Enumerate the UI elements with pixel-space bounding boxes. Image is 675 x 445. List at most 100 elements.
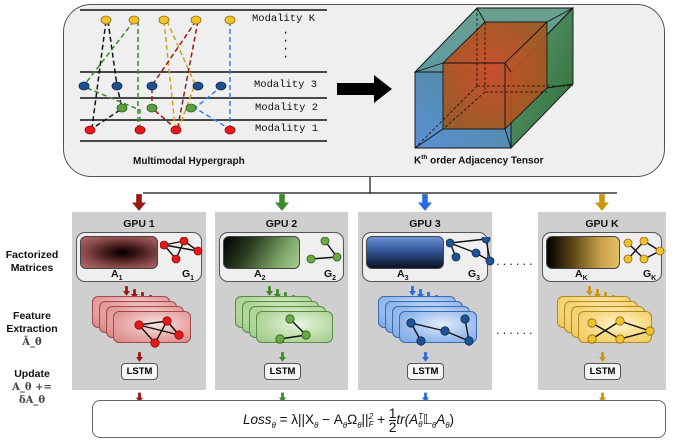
matrix-heatmap <box>80 236 158 269</box>
loss-lhs: Loss <box>243 412 272 428</box>
graph-icon <box>445 234 496 272</box>
graph-label-sub: K <box>651 275 657 283</box>
node-modality-3 <box>78 81 90 91</box>
factorized-matrices-box: AK GK <box>542 232 665 282</box>
row-label-feature-line2: Extraction <box>6 323 58 335</box>
graph-node <box>645 326 655 336</box>
gpu-input-arrow-icon <box>132 194 146 216</box>
graph-node <box>623 254 633 264</box>
loss-frac-num: 1 <box>388 406 397 421</box>
tensor-caption-sup: th <box>421 154 428 161</box>
graph-node <box>460 314 470 324</box>
loss-norm: || <box>361 412 369 428</box>
tensor-caption-text: order Adjacency Tensor <box>427 155 544 167</box>
down-arrow-icon <box>266 284 273 311</box>
row-label-feature-line1: Feature <box>13 310 51 322</box>
row-label-feature-math: Ã_θ <box>22 337 42 348</box>
node-modality-3 <box>146 81 158 91</box>
hyperedge-green <box>84 20 141 128</box>
gpu-input-arrow-icon <box>275 194 289 216</box>
graph-icon <box>622 236 672 272</box>
matrix-label: A1 <box>111 268 123 282</box>
matrix-label-text: A <box>254 268 262 280</box>
gpu-column-1: GPU 1 A1 G1 LSTM <box>72 212 206 390</box>
ellipsis-factorized: ...... <box>496 253 536 268</box>
graph-label-sub: 2 <box>332 275 337 283</box>
down-arrow-icon <box>123 284 130 311</box>
matrix-label-sub: K <box>582 275 588 283</box>
loss-sub: θ <box>271 420 276 430</box>
graph-node <box>451 252 461 262</box>
hyperedge-blue <box>193 21 231 129</box>
tensor-caption-k: K <box>414 155 422 167</box>
gpu-title: GPU 1 <box>123 218 155 230</box>
feature-graph-icon <box>582 313 658 354</box>
graph-label-sub: 3 <box>476 275 481 283</box>
node-modality-2 <box>146 103 158 113</box>
node-modality-k <box>100 15 112 25</box>
lstm-block: LSTM <box>407 363 444 380</box>
ellipsis-feature: ...... <box>496 322 536 337</box>
graph-node <box>587 318 597 328</box>
loss-x-sub: θ <box>314 420 319 430</box>
graph-node <box>306 254 316 264</box>
graph-node <box>639 254 649 264</box>
node-modality-1 <box>170 125 182 135</box>
graph-icon <box>303 236 353 272</box>
loss-input-arrow-icon <box>422 390 429 408</box>
down-arrow-icon <box>136 350 143 368</box>
loss-end-a: A <box>436 412 446 428</box>
loss-input-arrow-icon <box>279 390 286 408</box>
lstm-block: LSTM <box>121 363 158 380</box>
graph-node <box>471 248 481 258</box>
graph-node <box>406 318 416 328</box>
graph-node <box>587 334 597 344</box>
matrix-label: AK <box>575 268 588 282</box>
node-modality-k <box>190 15 202 25</box>
graph-label-sub: 1 <box>190 275 195 283</box>
gpu-title: GPU K <box>585 218 619 230</box>
node-modality-2 <box>116 103 128 113</box>
graph-label-text: G <box>182 268 191 280</box>
graph-node <box>485 256 495 266</box>
graph-node <box>193 246 203 256</box>
graph-node <box>275 334 285 344</box>
modality-ellipsis: ···· <box>282 26 290 64</box>
loss-close: ) <box>449 412 455 428</box>
matrix-label-text: A <box>111 268 119 280</box>
gpu-column-4: GPU K AK GK LSTM <box>538 212 666 390</box>
graph-node <box>150 338 160 348</box>
graph-node <box>655 246 665 256</box>
graph-label: GK <box>643 268 656 282</box>
node-modality-1 <box>134 125 146 135</box>
gpu-title: GPU 3 <box>409 218 441 230</box>
loss-subF: F <box>368 419 374 429</box>
loss-eq: = λ||X <box>275 412 315 428</box>
gpu-column-2: GPU 2 A2 G2 LSTM <box>215 212 348 390</box>
down-arrow-icon <box>599 350 606 368</box>
loss-laplacian: 𝕃 <box>423 412 432 428</box>
loss-omega: Ω <box>347 412 358 428</box>
feature-graph-icon <box>403 313 479 354</box>
node-modality-k <box>224 15 236 25</box>
loss-end-sub: θ <box>445 420 450 430</box>
matrix-label: A3 <box>397 268 409 282</box>
node-modality-1 <box>224 125 236 135</box>
graph-icon <box>159 236 210 272</box>
graph-label-text: G <box>643 268 652 280</box>
graph-label: G1 <box>182 268 194 282</box>
down-arrow-icon <box>586 284 593 311</box>
loss-input-arrow-icon <box>599 390 606 408</box>
matrix-label-text: A <box>575 268 583 280</box>
graph-node <box>445 238 455 248</box>
hypergraph-caption: Multimodal Hypergraph <box>133 156 245 167</box>
matrix-label-text: A <box>397 268 405 280</box>
matrix-label-sub: 3 <box>404 275 409 283</box>
loss-plus: + <box>373 412 389 428</box>
gpu-column-3: GPU 3 A3 G3 LSTM <box>358 212 495 390</box>
graph-node <box>285 314 295 324</box>
feature-graph-icon <box>117 313 193 354</box>
modality-3-label: Modality 3 <box>254 79 318 91</box>
row-label-factorized-line1: Factorized <box>5 249 59 261</box>
